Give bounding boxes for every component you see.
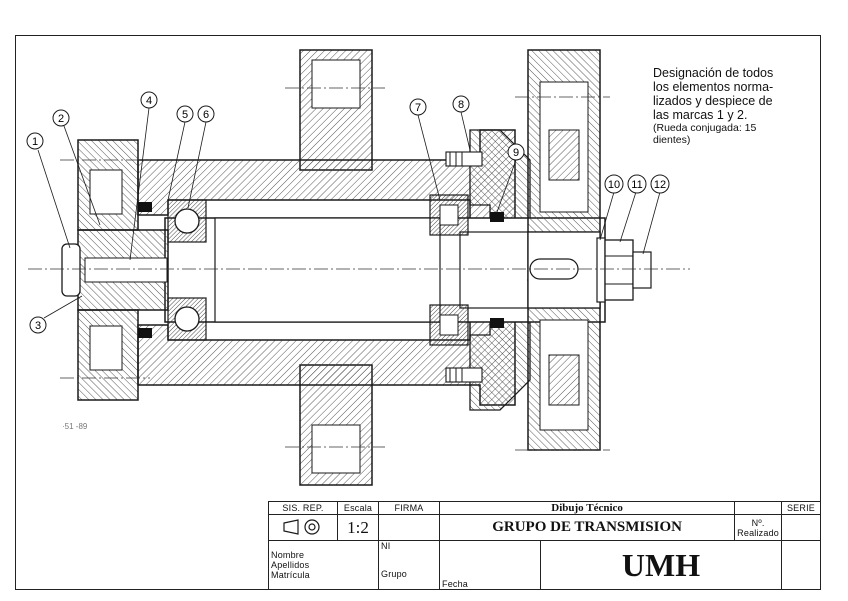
realizado-label: Realizado <box>737 527 779 538</box>
svg-text:3: 3 <box>35 320 41 332</box>
left-pinion-gear <box>61 139 169 401</box>
title-block: SIS. REP. Escala FIRMA Dibujo Técnico SE… <box>268 501 821 590</box>
sis-rep-label: SIS. REP. <box>268 501 338 515</box>
balloon-6: 6 <box>197 105 215 123</box>
svg-text:9: 9 <box>513 147 519 159</box>
first-angle-projection-icon <box>283 518 320 535</box>
balloon-5: 5 <box>176 105 194 123</box>
note-line-1: Designación de todos <box>653 66 774 80</box>
balloon-2: 2 <box>52 109 70 127</box>
balloon-10: 10 <box>604 174 624 194</box>
institution-logo: UMH <box>540 540 782 590</box>
note-line-6: dientes) <box>653 134 691 146</box>
corner-cell <box>781 540 821 590</box>
centerlines <box>28 87 690 451</box>
matricula-label: Matrícula <box>271 570 310 580</box>
right-gear-wheel <box>527 49 601 451</box>
nombre-label: Nombre <box>271 550 305 560</box>
scale-value: 1:2 <box>337 514 379 541</box>
svg-text:2: 2 <box>58 113 64 125</box>
balloon-3: 3 <box>29 316 47 334</box>
seals <box>138 202 504 338</box>
numero-label: Nº. <box>751 517 765 528</box>
svg-text:10: 10 <box>608 179 620 191</box>
ni-cell: NI Grupo <box>378 540 440 590</box>
pencil-annotation: ·51 -89 <box>62 422 88 431</box>
empty-cell <box>734 501 782 515</box>
svg-text:6: 6 <box>203 109 209 121</box>
fecha-cell: Fecha <box>439 540 541 590</box>
firma-label: FIRMA <box>378 501 440 515</box>
svg-text:1: 1 <box>32 136 38 148</box>
escala-label: Escala <box>337 501 379 515</box>
fecha-label: Fecha <box>442 579 469 589</box>
balloon-4: 4 <box>140 91 158 109</box>
balloon-8: 8 <box>452 95 470 113</box>
ni-label: NI <box>381 541 391 551</box>
serie-value-cell <box>781 514 821 541</box>
serie-label: SERIE <box>781 501 821 515</box>
svg-text:8: 8 <box>458 99 464 111</box>
housing-upper-flange <box>299 49 373 171</box>
note-line-4: las marcas 1 y 2. <box>653 108 748 122</box>
designation-note: Designación de todos los elementos norma… <box>653 66 803 146</box>
balloon-leaders <box>37 107 661 319</box>
balloon-9: 9 <box>507 143 525 161</box>
course-name: Dibujo Técnico <box>438 501 736 515</box>
numero-cell: Nº. Realizado <box>734 514 782 541</box>
note-line-5: (Rueda conjugada: 15 <box>653 122 757 134</box>
svg-text:11: 11 <box>631 179 642 191</box>
svg-text:12: 12 <box>654 179 666 191</box>
svg-text:7: 7 <box>415 102 421 114</box>
note-line-3: lizados y despiece de <box>653 94 773 108</box>
balloon-1: 1 <box>26 132 44 150</box>
svg-text:5: 5 <box>182 109 188 121</box>
svg-text:4: 4 <box>146 95 152 107</box>
drawing-frame <box>15 35 821 590</box>
drawing-title: GRUPO DE TRANSMISION <box>438 514 736 541</box>
apellidos-label: Apellidos <box>271 560 310 570</box>
projection-symbol <box>268 514 338 541</box>
balloon-11: 11 <box>627 174 647 194</box>
washer-nut-assembly <box>596 237 652 303</box>
right-roller-bearing <box>429 194 469 346</box>
grupo-label: Grupo <box>381 569 408 579</box>
balloon-12: 12 <box>650 174 670 194</box>
cover-screws <box>445 151 483 383</box>
student-labels: Nombre Apellidos Matrícula <box>268 540 379 590</box>
left-ball-bearing <box>167 199 207 341</box>
note-line-2: los elementos norma- <box>653 80 774 94</box>
firma-cell <box>378 514 440 541</box>
balloon-7: 7 <box>409 98 427 116</box>
